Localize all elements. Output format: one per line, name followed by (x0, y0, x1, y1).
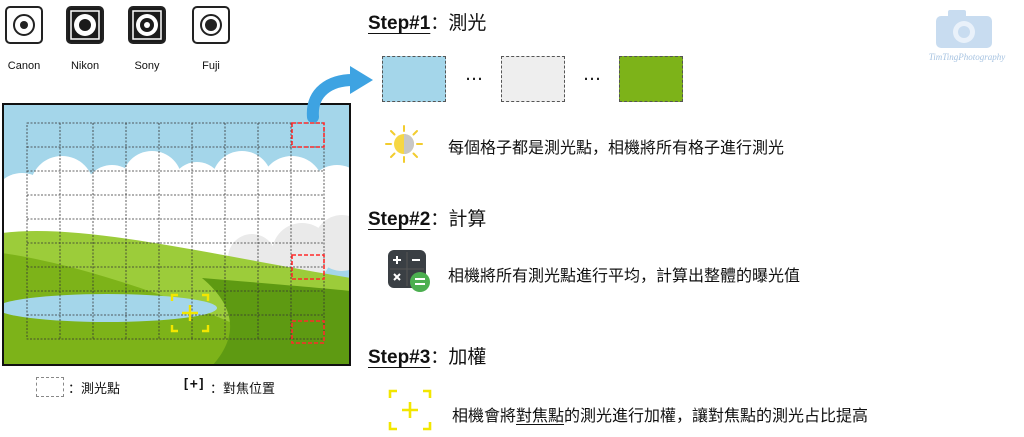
step-2-name: 計算 (448, 208, 487, 230)
step-1: Step#1：測光 (368, 8, 486, 35)
weighted-cell-top (291, 122, 325, 148)
step-1-name: 測光 (448, 12, 487, 34)
curved-arrow-icon (306, 66, 373, 122)
metering-scene (2, 103, 351, 366)
step-1-desc: 每個格子都是測光點，相機將所有格子進行測光 (448, 138, 785, 157)
step-2-colon: ： (430, 209, 449, 230)
watermark: TimTingPhotography (918, 6, 1016, 66)
step-3-desc-post: 的測光進行加權，讓對焦點的測光占比提高 (564, 406, 869, 425)
legend: ：測光點 [+] ：對焦位置 (34, 374, 354, 400)
legend-metering-swatch (36, 377, 64, 397)
step-3-desc-focus: 對焦點 (516, 406, 565, 425)
nikon-metering-icon (66, 6, 104, 44)
brand-label-fuji: Fuji (202, 60, 220, 72)
focus-bracket-icon (388, 389, 432, 431)
ellipsis-1: … (465, 64, 484, 85)
step-3-title: Step#3 (368, 347, 431, 368)
ellipsis-2: … (583, 64, 602, 85)
gray-swatch (501, 56, 565, 102)
step-3-desc: 相機會將對焦點的測光進行加權，讓對焦點的測光占比提高 (452, 402, 868, 426)
step-3-name: 加權 (448, 346, 487, 368)
focus-point-icon (170, 293, 210, 333)
calculator-icon (388, 250, 430, 292)
legend-focus-glyph: [+] (182, 377, 206, 392)
legend-focus-label: ：對焦位置 (210, 382, 276, 397)
watermark-text: TimTingPhotography (928, 52, 1006, 62)
step-3: Step#3：加權 (368, 342, 486, 369)
green-swatch (619, 56, 683, 102)
weighted-cell-middle (291, 254, 325, 280)
brand-label-nikon: Nikon (70, 60, 100, 72)
canon-metering-icon (5, 6, 43, 44)
legend-metering-label: ：測光點 (68, 382, 121, 397)
brand-label-sony: Sony (134, 60, 160, 72)
light-meter-icon (385, 125, 423, 163)
fuji-metering-icon (192, 6, 230, 44)
step-2-desc: 相機將所有測光點進行平均，計算出整體的曝光值 (448, 266, 801, 285)
step-1-title: Step#1 (368, 13, 431, 34)
step-1-colon: ： (430, 13, 449, 34)
weighted-cell-bottom (291, 320, 325, 344)
step-3-colon: ： (430, 347, 449, 368)
step-2: Step#2：計算 (368, 204, 486, 231)
step-2-title: Step#2 (368, 209, 431, 230)
camera-logo-icon (936, 10, 992, 48)
step-3-desc-pre: 相機會將 (452, 406, 517, 425)
sony-metering-icon (128, 6, 166, 44)
sky-swatch (382, 56, 446, 102)
brand-label-canon: Canon (7, 60, 41, 72)
